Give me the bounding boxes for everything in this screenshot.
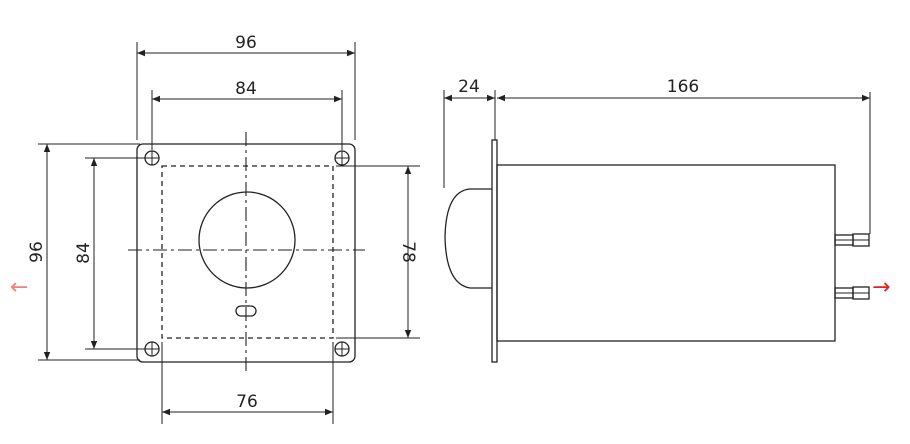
- dim-front-outer-width: 96: [136, 33, 356, 140]
- dim-front-panel-cut-height: 78: [336, 165, 420, 339]
- next-arrow-icon[interactable]: →: [872, 275, 890, 300]
- label-front-hole-spacing-height: 84: [74, 242, 94, 264]
- dim-front-panel-cut-width: 76: [161, 342, 334, 424]
- label-front-panel-cut-height: 78: [398, 241, 418, 263]
- dim-front-hole-spacing-height: 84: [74, 157, 145, 350]
- side-body: [496, 164, 836, 342]
- side-flange: [491, 139, 498, 363]
- dim-side-body-length: 166: [497, 77, 871, 234]
- label-side-front-depth: 24: [458, 77, 480, 97]
- label-front-panel-cut-width: 76: [236, 392, 258, 412]
- side-view: [444, 139, 870, 363]
- front-center-circle: [198, 191, 296, 289]
- label-front-outer-width: 96: [235, 33, 257, 53]
- dim-front-hole-spacing-width: 84: [151, 79, 343, 150]
- front-view: [128, 132, 365, 372]
- terminal-upper: [834, 233, 870, 247]
- front-slot: [235, 305, 257, 317]
- prev-arrow-icon[interactable]: ←: [10, 275, 28, 300]
- dim-front-outer-height: 96: [27, 143, 140, 361]
- side-front-lens: [444, 188, 492, 289]
- terminal-lower: [834, 286, 870, 300]
- label-front-hole-spacing-width: 84: [235, 79, 257, 99]
- front-panel-cut-outline: [161, 165, 334, 339]
- dim-side-front-depth: 24: [443, 77, 496, 188]
- label-front-outer-height: 96: [27, 241, 47, 263]
- label-side-body-length: 166: [667, 77, 699, 97]
